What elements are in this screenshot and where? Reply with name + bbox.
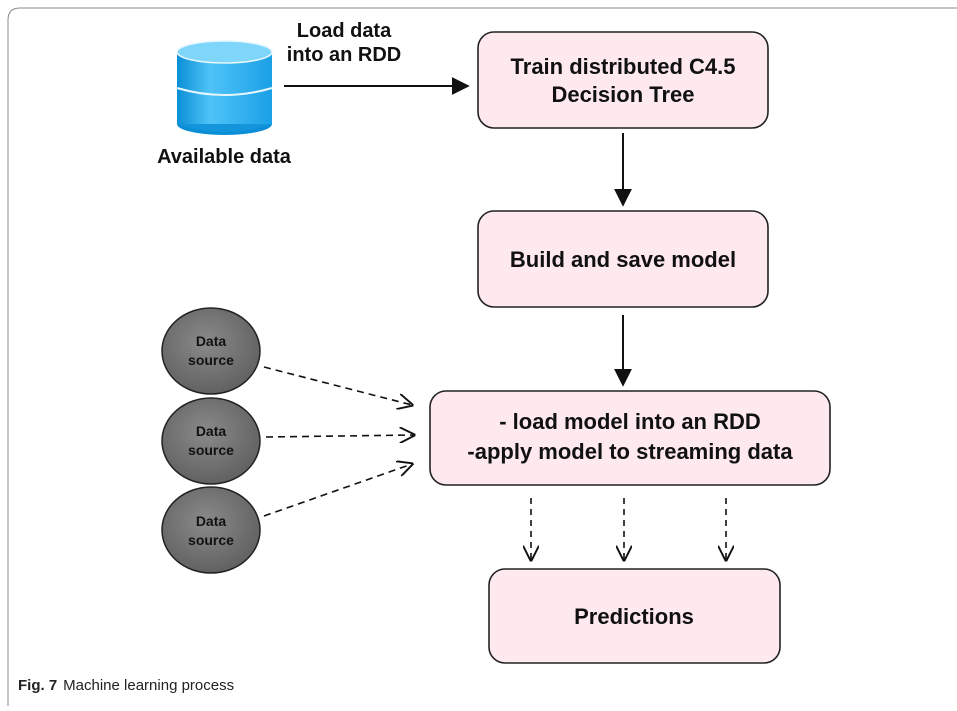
caption-text: Machine learning process xyxy=(63,677,235,694)
load-edge-label-line-2: into an RDD xyxy=(287,44,401,66)
build-box-label: Build and save model xyxy=(510,247,736,272)
database-icon xyxy=(176,40,273,135)
source-2-stream-arrow xyxy=(265,435,414,437)
predictions-box xyxy=(488,568,781,664)
apply-box-line-2: -apply model to streaming data xyxy=(467,439,793,464)
source-1-stream-arrow xyxy=(263,366,412,405)
train-box xyxy=(477,31,769,129)
apply-model-box xyxy=(429,390,831,486)
data-source-3-line-1: Data xyxy=(196,513,227,529)
source-3-stream-arrow xyxy=(263,464,412,517)
figure-number: Fig. 7 xyxy=(18,677,58,694)
data-source-2-line-2: source xyxy=(188,442,234,458)
available-data-label: Available data xyxy=(157,146,292,168)
predictions-label: Predictions xyxy=(574,604,694,629)
train-box-line-2: Decision Tree xyxy=(551,82,694,107)
data-source-2-line-1: Data xyxy=(196,423,227,439)
data-source-1-line-2: source xyxy=(188,352,234,368)
figure-border xyxy=(7,7,957,706)
data-source-1-line-1: Data xyxy=(196,333,227,349)
apply-box-line-1: - load model into an RDD xyxy=(499,409,761,434)
data-source-3-line-2: source xyxy=(188,532,234,548)
figure-caption: Fig. 7 Machine learning process xyxy=(18,677,234,694)
load-edge-label-line-1: Load data xyxy=(297,20,392,42)
data-source-node: Data source xyxy=(161,486,261,574)
data-source-node: Data source xyxy=(161,307,261,395)
data-source-node: Data source xyxy=(161,397,261,485)
build-box xyxy=(477,210,769,308)
train-box-line-1: Train distributed C4.5 xyxy=(511,54,736,79)
